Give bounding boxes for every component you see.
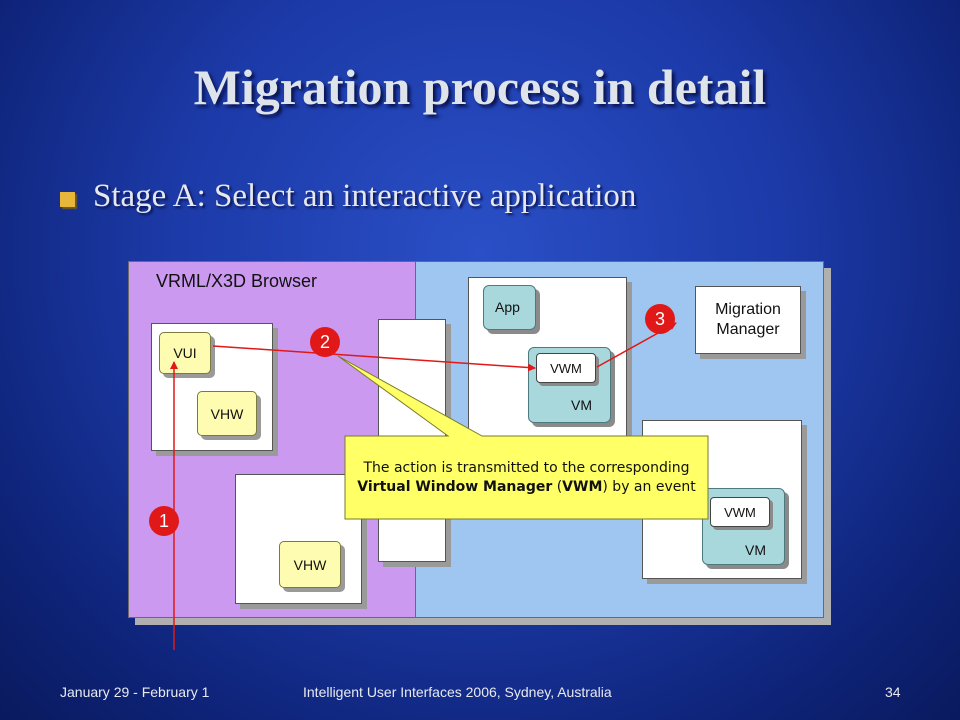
migration-manager-box: Migration Manager (695, 286, 801, 354)
browser-label: VRML/X3D Browser (156, 271, 318, 291)
step-3-badge: 3 (645, 304, 675, 334)
vwm-component: VWM (536, 353, 596, 383)
migration-manager-line1: Migration (715, 301, 781, 318)
bullet-marker (60, 192, 75, 207)
vhw-component-2: VHW (279, 541, 341, 588)
vhw-component: VHW (197, 391, 257, 436)
vwm-component-2: VWM (710, 497, 770, 527)
page-number: 34 (885, 684, 901, 700)
footer-date: January 29 - February 1 (60, 684, 210, 700)
migration-manager-line2: Manager (716, 321, 780, 338)
step-2-arrow (212, 345, 536, 372)
footer-conference: Intelligent User Interfaces 2006, Sydney… (303, 684, 612, 700)
vm-label-2: VM (745, 542, 766, 558)
slide-title: Migration process in detail (193, 59, 767, 115)
bullet-text: Stage A: Select an interactive applicati… (93, 178, 637, 214)
vm-label: VM (571, 397, 592, 413)
app-component: App (483, 285, 536, 330)
step-2-badge: 2 (310, 327, 340, 357)
vui-component: VUI (159, 332, 211, 374)
callout-text: The action is transmitted to the corresp… (357, 459, 696, 495)
step-1-badge: 1 (149, 506, 179, 536)
callout-bubble (337, 355, 709, 520)
app-label: App (495, 299, 520, 315)
